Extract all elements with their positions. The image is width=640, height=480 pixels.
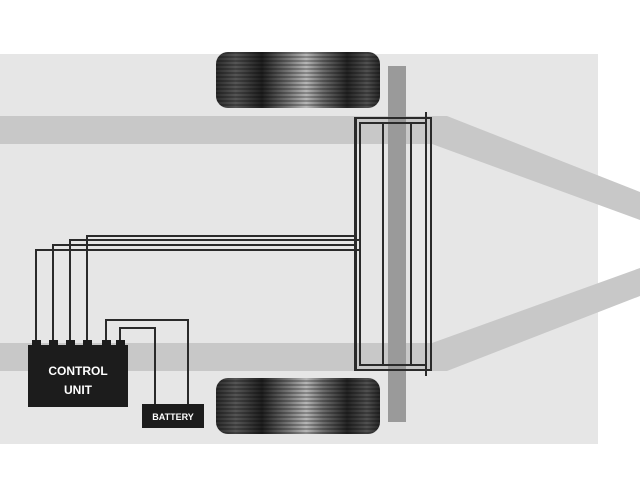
top-wheel	[216, 52, 380, 108]
upper-tongue-rail	[432, 116, 640, 220]
control-unit: CONTROL UNIT	[28, 340, 128, 407]
lower-tongue-rail	[432, 268, 640, 371]
bottom-wheel	[216, 378, 380, 434]
battery-box	[142, 404, 204, 428]
control-unit-terminals	[32, 340, 125, 346]
control-unit-label-line2: UNIT	[64, 383, 93, 397]
battery-label: BATTERY	[152, 412, 194, 422]
wiring-harness	[35, 118, 361, 370]
control-unit-box	[28, 345, 128, 407]
battery-wires	[105, 319, 189, 405]
control-unit-label-line1: CONTROL	[48, 364, 107, 378]
axle	[388, 66, 406, 422]
upper-frame-rail	[0, 116, 432, 144]
battery: BATTERY	[142, 404, 204, 428]
